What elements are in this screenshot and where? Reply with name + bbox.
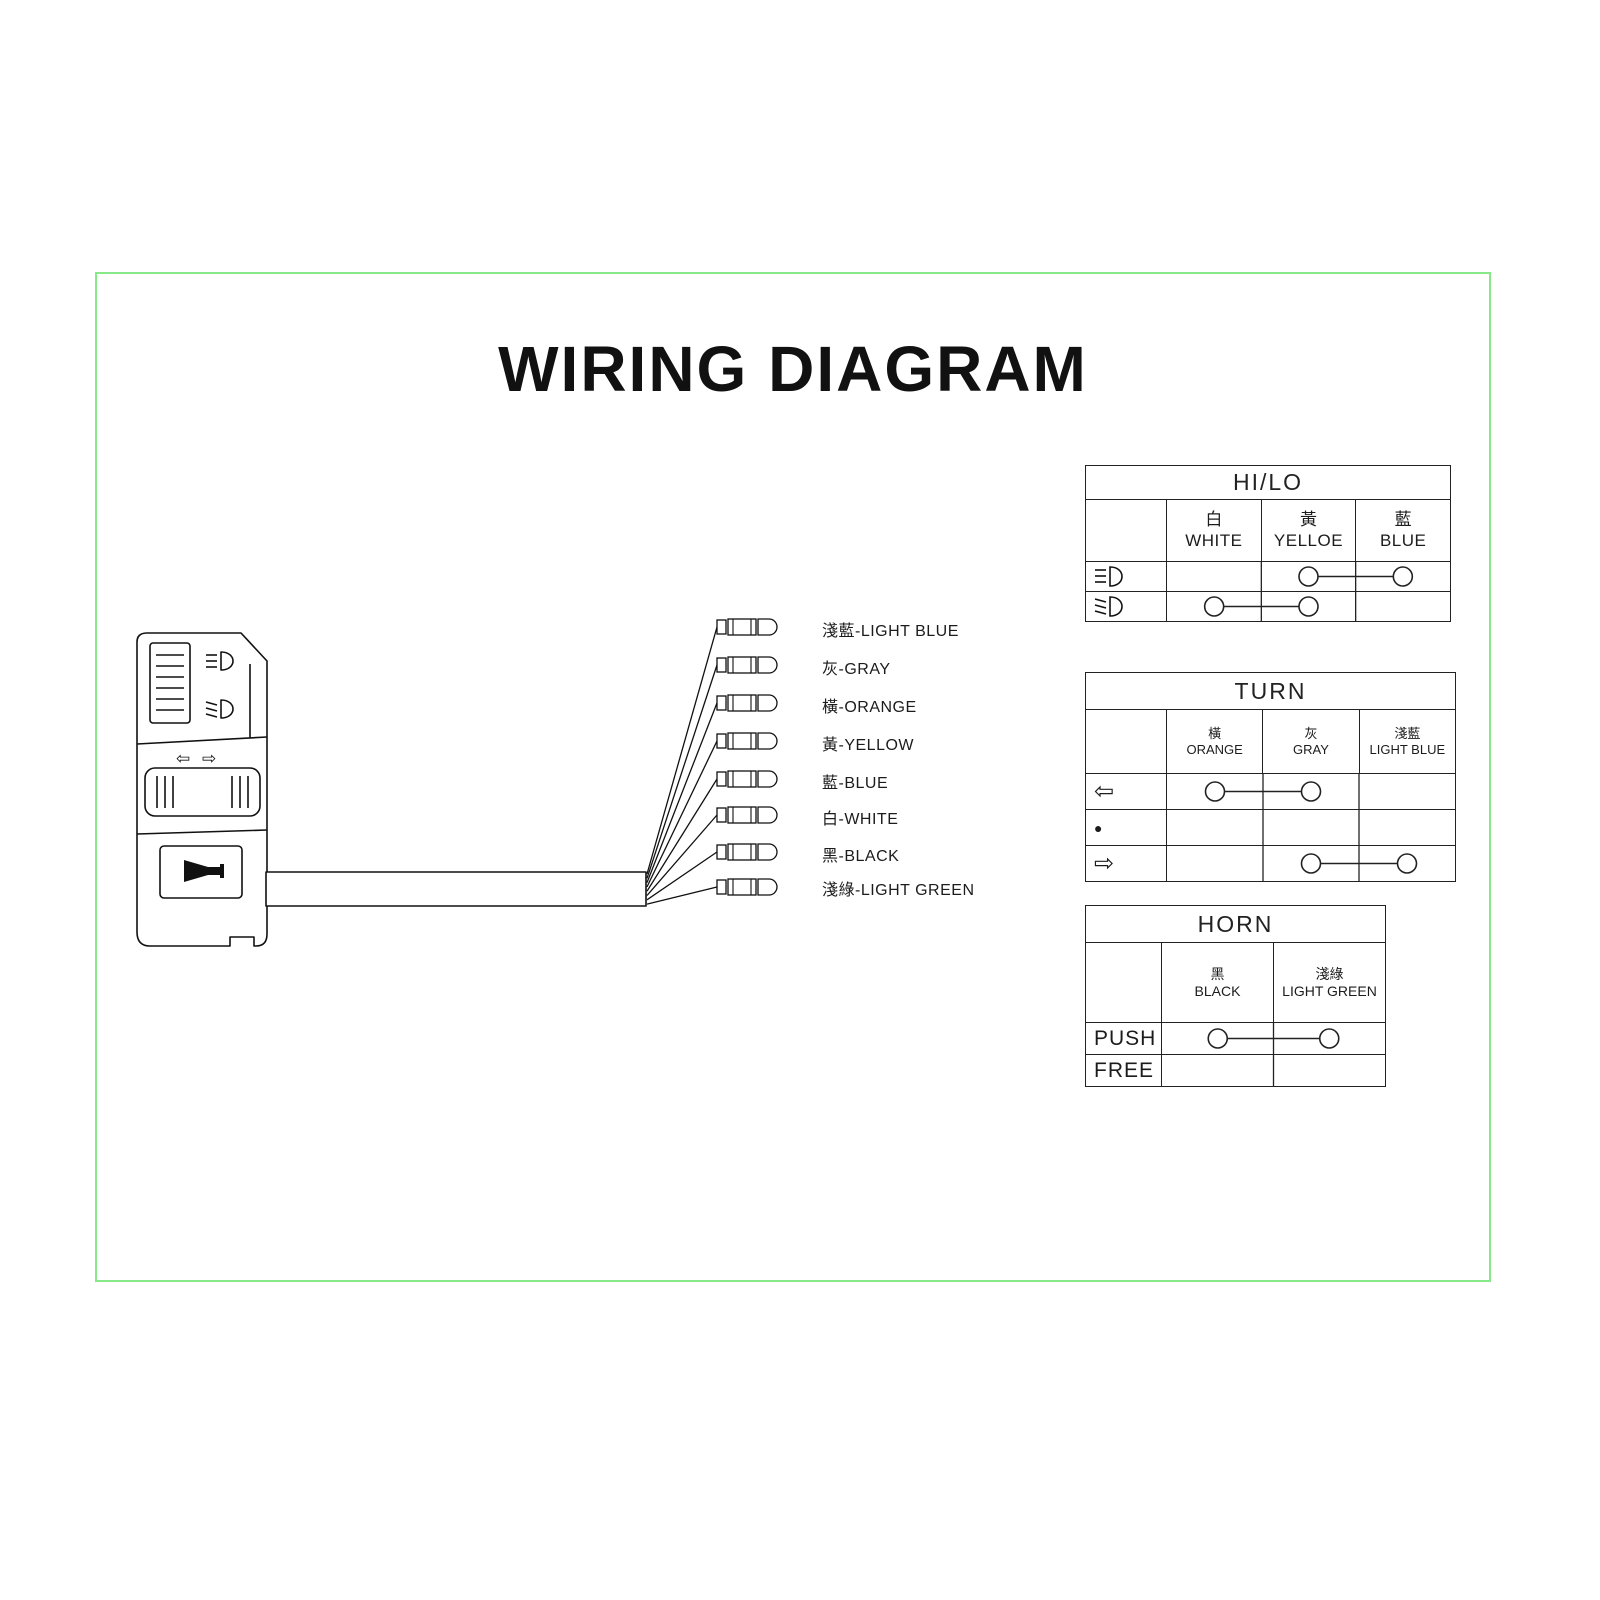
horn-icon: [184, 860, 224, 882]
table-title: HORN: [1086, 906, 1385, 942]
low-beam-icon: [1094, 596, 1123, 617]
wire-label: 白-WHITE: [822, 811, 899, 828]
wire-label: 灰-GRAY: [822, 661, 891, 678]
connection-row: [1166, 591, 1450, 621]
connection-svg: [1260, 562, 1414, 591]
corner-cell: [1086, 942, 1161, 1022]
turn-switch: [144, 767, 261, 817]
dimmer-slider: [149, 642, 191, 724]
high-beam-icon: [1095, 566, 1123, 587]
wire-connector: [646, 843, 778, 901]
cable: [265, 871, 647, 907]
row-header: ⇦: [1086, 773, 1166, 809]
row-header: ⇨: [1086, 845, 1166, 881]
row-header: PUSH: [1086, 1022, 1161, 1054]
connection-svg: [1262, 846, 1418, 881]
left-turn-arrow-icon: ⇦: [176, 749, 190, 768]
connection-svg: [1207, 1023, 1340, 1054]
wire-connector: [646, 878, 778, 905]
page-title: WIRING DIAGRAM: [498, 333, 1088, 405]
connection-row: [1166, 561, 1450, 591]
row-header: [1086, 561, 1166, 591]
wire-connector: [646, 732, 778, 888]
connection-row: [1161, 1022, 1385, 1054]
switch-body: [136, 632, 268, 947]
low-beam-icon: [205, 699, 234, 719]
wire-label: 黑-BLACK: [822, 848, 900, 865]
wire-connector: [646, 618, 778, 875]
connection-svg: [1203, 592, 1357, 621]
table-title: TURN: [1086, 673, 1455, 709]
wire-label: 藍-BLUE: [822, 775, 889, 792]
right-arrow-icon: ⇨: [1094, 849, 1115, 877]
switch-assembly-drawing: ⇦ ⇨: [136, 618, 778, 947]
left-arrow-icon: ⇦: [1094, 777, 1115, 805]
high-beam-icon: [206, 651, 234, 671]
dot-icon: ●: [1094, 819, 1103, 836]
row-header: [1086, 591, 1166, 621]
corner-cell: [1086, 499, 1166, 561]
wire-connector: [646, 694, 778, 883]
connection-row: [1161, 1054, 1385, 1086]
connection-row: [1166, 809, 1455, 845]
corner-cell: [1086, 709, 1166, 773]
wire-connector: [646, 770, 778, 892]
connection-svg: [1272, 1055, 1275, 1086]
wire-label: 淺藍-LIGHT BLUE: [822, 623, 959, 640]
wire-label: 黃-YELLOW: [822, 737, 915, 754]
wire-label: 淺綠-LIGHT GREEN: [822, 882, 975, 899]
wire-fan: [646, 618, 778, 905]
connection-row: [1166, 845, 1455, 881]
wire-connector: [646, 806, 778, 896]
row-header: FREE: [1086, 1054, 1161, 1086]
wire-label: 橫-ORANGE: [822, 699, 917, 716]
row-header: ●: [1086, 809, 1166, 845]
connection-svg: [1262, 810, 1360, 845]
right-turn-arrow-icon: ⇨: [202, 749, 216, 768]
diagram-border: [95, 272, 1491, 1282]
connection-row: [1166, 773, 1455, 809]
horn-button: [159, 845, 243, 899]
connection-svg: [1204, 774, 1360, 809]
table-title: HI/LO: [1086, 466, 1450, 499]
wire-connector: [646, 656, 778, 879]
